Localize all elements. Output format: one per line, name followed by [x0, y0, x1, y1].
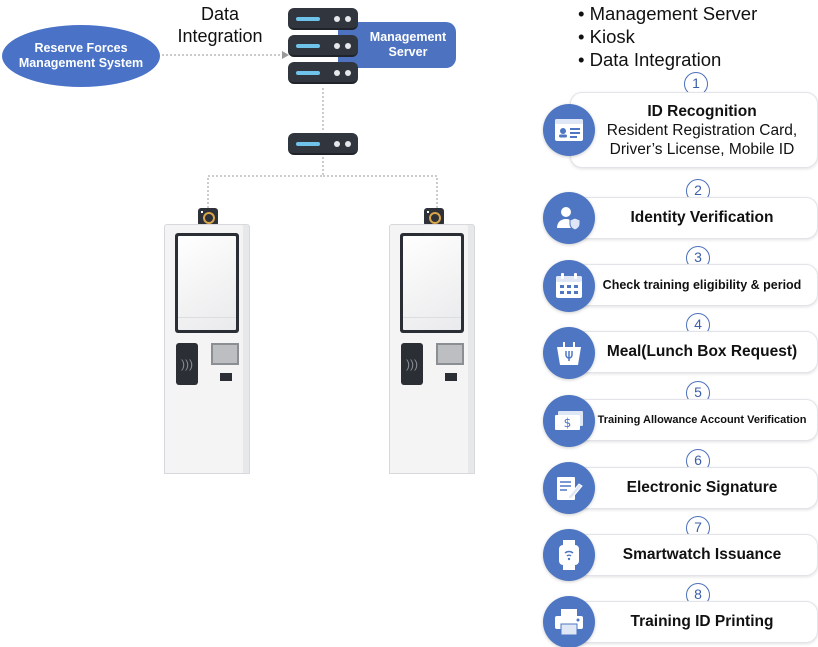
nfc-reader-icon: )))	[176, 343, 198, 385]
step-allowance-verification: Training Allowance Account Verification	[570, 399, 818, 441]
step-training-id-printing: Training ID Printing	[570, 601, 818, 643]
nfc-reader-icon: )))	[401, 343, 423, 385]
kiosk-link	[207, 157, 324, 208]
lunch-box-icon	[543, 327, 595, 379]
calendar-icon	[543, 260, 595, 312]
legend-item: Management Server	[578, 2, 758, 25]
kiosk-printer-icon	[436, 343, 464, 365]
kiosk-screen	[400, 233, 464, 333]
user-shield-icon	[543, 192, 595, 244]
card-slot-icon	[220, 373, 232, 381]
step-subtitle: Resident Registration Card, Driver’s Lic…	[606, 121, 798, 158]
data-integration-label: Data Integration	[177, 4, 263, 46]
server-unit	[288, 35, 358, 57]
step-title: Training ID Printing	[630, 613, 774, 630]
step-title: Smartwatch Issuance	[622, 546, 782, 563]
legend-item: Data Integration	[578, 48, 757, 71]
step-training-eligibility: Check training eligibility & period	[570, 264, 818, 306]
kiosk-screen	[175, 233, 239, 333]
step-identity-verification: Identity Verification	[570, 197, 818, 239]
step-meal-request: Meal(Lunch Box Request)	[570, 331, 818, 373]
step-title: Electronic Signature	[626, 479, 778, 496]
legend-item: Kiosk	[578, 25, 757, 48]
card-slot-icon	[445, 373, 457, 381]
money-icon: $	[543, 395, 595, 447]
step-title: Identity Verification	[630, 209, 774, 226]
camera-icon	[198, 208, 218, 226]
reserve-forces-system-node: Reserve Forces Management System	[2, 25, 160, 87]
step-title: Meal(Lunch Box Request)	[606, 343, 798, 360]
step-title: Training Allowance Account Verification	[597, 414, 807, 426]
step-smartwatch-issuance: Smartwatch Issuance	[570, 534, 818, 576]
printer-icon	[543, 596, 595, 647]
server-unit	[288, 8, 358, 30]
kiosk-link	[323, 175, 438, 208]
signature-icon	[543, 462, 595, 514]
camera-icon	[424, 208, 444, 226]
reserve-forces-system-label: Reserve Forces Management System	[18, 41, 144, 70]
kiosk-printer-icon	[211, 343, 239, 365]
kiosk: )))	[164, 224, 250, 474]
step-title: ID Recognition	[647, 102, 757, 120]
step-title: Check training eligibility & period	[602, 278, 802, 292]
management-server-label: Management Server	[369, 30, 447, 59]
server-icon	[288, 133, 358, 155]
smartwatch-icon	[543, 529, 595, 581]
legend: Management Server Kiosk Data Integration	[578, 2, 758, 71]
step-electronic-signature: Electronic Signature	[570, 467, 818, 509]
kiosk: )))	[389, 224, 475, 474]
server-unit	[288, 62, 358, 84]
svg-text:$: $	[564, 416, 572, 430]
id-card-icon	[543, 104, 595, 156]
step-id-recognition: ID Recognition Resident Registration Car…	[570, 92, 818, 168]
